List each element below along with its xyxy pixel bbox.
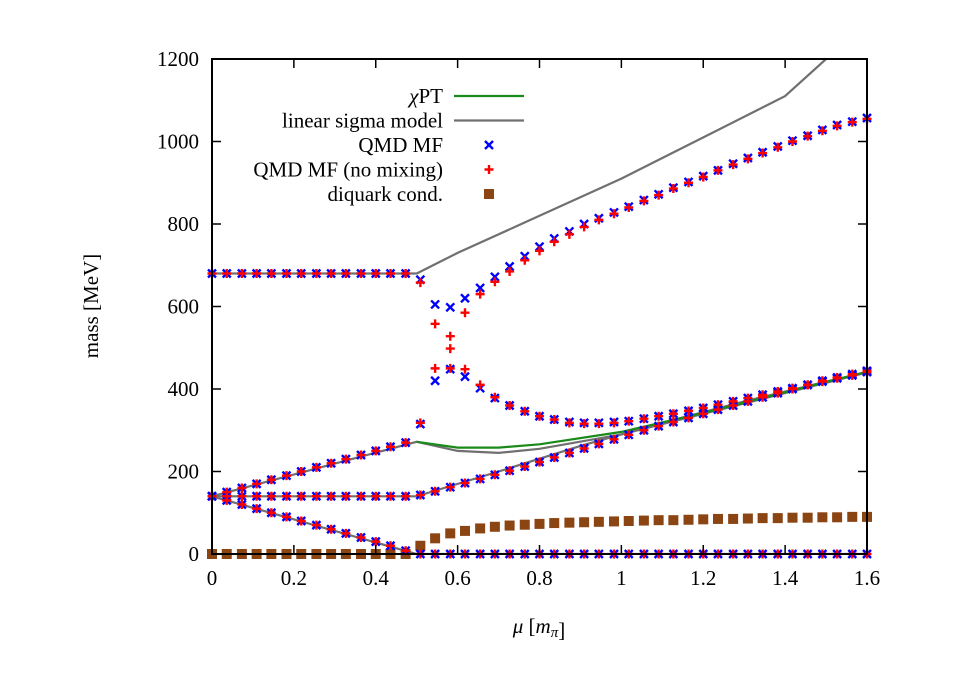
x-tick-label: 0.4 [363, 566, 390, 590]
legend-label: QMD MF (no mixing) [253, 158, 443, 182]
legend-label: QMD MF [358, 133, 443, 157]
y-axis-label: mass [MeV] [79, 254, 103, 358]
legend-label: diquark cond. [328, 182, 443, 206]
x-tick-label: 1.2 [690, 566, 716, 590]
series-line [416, 370, 867, 449]
y-tick-label: 1000 [157, 130, 199, 154]
y-tick-label: 0 [189, 542, 200, 566]
legend-entry: QMD MF [358, 133, 494, 157]
x-tick-label: 0 [207, 566, 218, 590]
y-tick-label: 1200 [157, 47, 199, 71]
legend-label: linear sigma model [282, 109, 443, 133]
x-tick-label: 0.8 [526, 566, 552, 590]
legend-entry: linear sigma model [282, 109, 524, 133]
x-axis-ticks: 0 0.2 0.4 0.6 0.8 1 1.2 1.4 1.6 [207, 59, 880, 590]
y-tick-label: 600 [168, 295, 200, 319]
y-axis-ticks: 0 200 400 600 800 1000 1200 [157, 47, 867, 566]
x-tick-label: 1.6 [854, 566, 880, 590]
legend-entry: diquark cond. [328, 182, 494, 206]
y-tick-label: 400 [168, 377, 200, 401]
legend-entry: χPT [407, 84, 524, 108]
legend-entry: QMD MF (no mixing) [253, 158, 494, 182]
x-tick-label: 1.4 [772, 566, 799, 590]
series-line [212, 59, 827, 275]
axes [211, 58, 868, 555]
plot-lines [212, 59, 867, 554]
y-tick-label: 800 [168, 212, 200, 236]
x-tick-label: 0.2 [281, 566, 307, 590]
series-line [212, 371, 867, 498]
series-line [212, 371, 867, 498]
x-axis-label: μ [mπ] [512, 614, 565, 642]
y-tick-label: 200 [168, 460, 200, 484]
legend-label: χPT [407, 84, 443, 108]
x-tick-label: 1 [616, 566, 627, 590]
x-tick-label: 0.6 [445, 566, 471, 590]
series-line [212, 495, 867, 554]
